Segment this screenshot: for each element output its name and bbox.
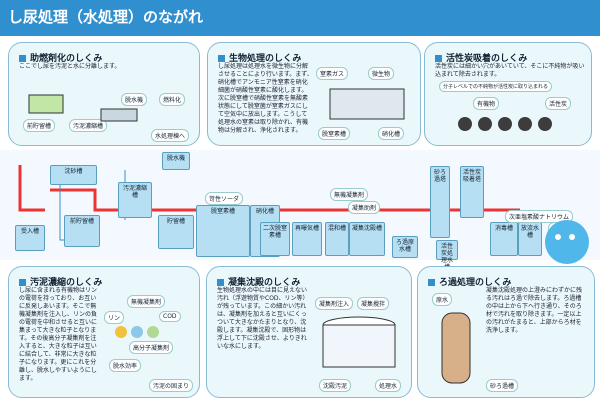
label-pretank: 前貯留槽 <box>23 119 56 132</box>
flow-node: 活性炭処理水槽 <box>436 240 458 271</box>
box-carbon: 活性炭吸着のしくみ 活性炭には細かい穴があいていて、そこに不純物が吸い込まれて除… <box>424 42 592 146</box>
flow-node: 消毒槽 <box>490 222 518 256</box>
eye-icon <box>569 234 575 240</box>
label-denitri: 脱窒素槽 <box>318 127 351 140</box>
label-cod: COD <box>159 311 181 322</box>
node-label: 貯留槽 <box>166 218 185 225</box>
box-title: 助燃剤化のしくみ <box>19 51 102 64</box>
node-label: 沈砂槽 <box>64 168 83 175</box>
flow-node: 二次脱窒素槽 <box>260 222 290 256</box>
box-jonen: 助燃剤化のしくみ ここでし尿を汚泥と水に分離します。 前貯留槽 汚泥濃縮槽 脱水… <box>8 42 200 146</box>
bio-tank-icon <box>329 88 405 120</box>
label-microbe: 微生物 <box>368 67 395 80</box>
label-sludge-mass: 汚泥の固まり <box>149 379 194 392</box>
label-chlorine: 次亜塩素酸ナトリウム <box>505 210 574 223</box>
tank-icon <box>28 94 64 114</box>
flow-node: 汚泥濃縮槽 <box>118 182 152 218</box>
box-text: 生物処理水の中には目に見えない汚れ（浮遊物質やCOD、リン等）が残っています。こ… <box>217 287 308 350</box>
flow-node: 沈砂槽 <box>50 165 97 185</box>
label-treated: 処理水 <box>375 379 402 392</box>
label-sludge: 汚泥濃縮槽 <box>69 119 108 132</box>
box-text: し尿に含まれる有機物はリンの電荷を持っており、お互いに反発しあいます。そこで無機… <box>19 287 98 382</box>
node-label: 脱水機 <box>166 155 185 162</box>
flow-node: 活性炭吸着塔 <box>460 166 484 218</box>
label-dewater-eff: 脱水効率 <box>109 359 142 372</box>
node-label: 混和槽 <box>328 225 347 232</box>
label-carbon-note: 分子レベルでの不純物が活性炭に取り込まれる <box>439 81 553 92</box>
label-coag-inject: 凝集剤注入 <box>315 297 354 310</box>
flow-node: 脱窒素槽 <box>196 205 250 257</box>
coag-tank-icon <box>322 316 396 368</box>
node-label: 再曝気槽 <box>295 225 320 232</box>
label-dewater: 脱水機 <box>121 93 148 106</box>
box-text: 凝集沈殿処理の上澄みにわずかに残る汚れはろ過で除去します。ろ過槽の中は上から下へ… <box>486 287 583 334</box>
box-text: し尿処理は処理水を微生物に分解させることにより行います。まず、硝化槽でアンモニア… <box>218 63 313 134</box>
title-bar: し尿処理（水処理）のながれ <box>0 0 600 36</box>
label-polymer-coag: 高分子凝集剤 <box>129 341 174 354</box>
box-title: ろ過処理のしくみ <box>428 275 511 288</box>
box-sludge: 汚泥濃縮のしくみ し尿に含まれる有機物はリンの電荷を持っており、お互いに反発しあ… <box>8 266 200 398</box>
label-fuel: 燃料化 <box>159 93 186 106</box>
node-label: 脱窒素槽 <box>210 208 235 215</box>
node-label: 汚泥濃縮槽 <box>122 185 147 199</box>
carbon-particles-icon <box>458 117 552 131</box>
flow-node: 再曝気槽 <box>292 222 322 256</box>
label-nitrogen-gas: 窒素ガス <box>316 67 349 80</box>
box-title: 凝集沈殿のしくみ <box>217 275 300 288</box>
particle-icon <box>115 326 159 338</box>
filter-column-icon <box>441 312 471 384</box>
label-polymer: 凝集助剤 <box>348 201 381 214</box>
label-to-treat: 水処理棟へ <box>151 129 190 142</box>
node-label: 前貯留槽 <box>69 218 94 225</box>
node-label: 放流水槽 <box>521 225 540 239</box>
flow-node: 放流水槽 <box>518 222 542 256</box>
label-phosphorus: リン <box>104 311 125 324</box>
dewater-icon <box>100 108 138 122</box>
eye-icon <box>555 234 561 240</box>
node-label: 消毒槽 <box>494 225 513 232</box>
node-label: 活性炭吸着塔 <box>463 169 482 183</box>
water-drop-mascot-icon <box>545 220 589 264</box>
label-sediment: 沈殿汚泥 <box>319 379 352 392</box>
node-label: 凝集沈殿槽 <box>352 225 383 232</box>
label-inorganic-coag: 無機凝集剤 <box>127 295 166 308</box>
box-title: 活性炭吸着のしくみ <box>435 51 527 64</box>
node-label: 受入槽 <box>20 228 39 235</box>
label-inorganic: 無機凝集剤 <box>330 188 369 201</box>
flow-node: 受入槽 <box>15 225 45 251</box>
flow-node: 凝集沈殿槽 <box>349 222 385 256</box>
box-text: ここでし尿を汚泥と水に分離します。 <box>19 63 121 70</box>
node-label: 硝化槽 <box>255 208 274 215</box>
box-filter: ろ過処理のしくみ 凝集沈殿処理の上澄みにわずかに残る汚れはろ過で除去します。ろ過… <box>417 266 595 398</box>
label-nitri: 硝化槽 <box>378 127 405 140</box>
flow-node: ろ過原水槽 <box>392 236 418 258</box>
node-label: ろ過原水槽 <box>395 239 414 253</box>
label-organic: 有機物 <box>473 97 500 110</box>
label-coag-stir: 凝集攪拌 <box>357 297 390 310</box>
flow-node: 貯留槽 <box>158 215 194 249</box>
label-sand-filter: 砂ろ過槽 <box>486 379 519 392</box>
box-title: 汚泥濃縮のしくみ <box>19 275 102 288</box>
flow-node: 前貯留槽 <box>64 215 100 247</box>
box-text: 活性炭には細かい穴があいていて、そこに不純物が吸い込まれて除去されます。 <box>435 63 585 78</box>
flow-node: 混和槽 <box>325 222 349 256</box>
label-sodium: 苛性ソーダ <box>205 192 244 205</box>
label-carbon: 活性炭 <box>545 97 572 110</box>
box-bio: 生物処理のしくみ し尿処理は処理水を微生物に分解させることにより行います。まず、… <box>207 42 421 146</box>
flow-node: 砂ろ過塔 <box>430 166 450 238</box>
page-title: し尿処理（水処理）のながれ <box>8 8 204 26</box>
box-coag: 凝集沈殿のしくみ 生物処理水の中には目に見えない汚れ（浮遊物質やCOD、リン等）… <box>206 266 412 398</box>
box-title: 生物処理のしくみ <box>218 51 301 64</box>
flow-node: 脱水機 <box>162 152 190 170</box>
label-raw-water: 原水 <box>432 293 453 306</box>
node-label: 砂ろ過塔 <box>433 169 446 183</box>
node-label: 二次脱窒素槽 <box>263 225 288 239</box>
